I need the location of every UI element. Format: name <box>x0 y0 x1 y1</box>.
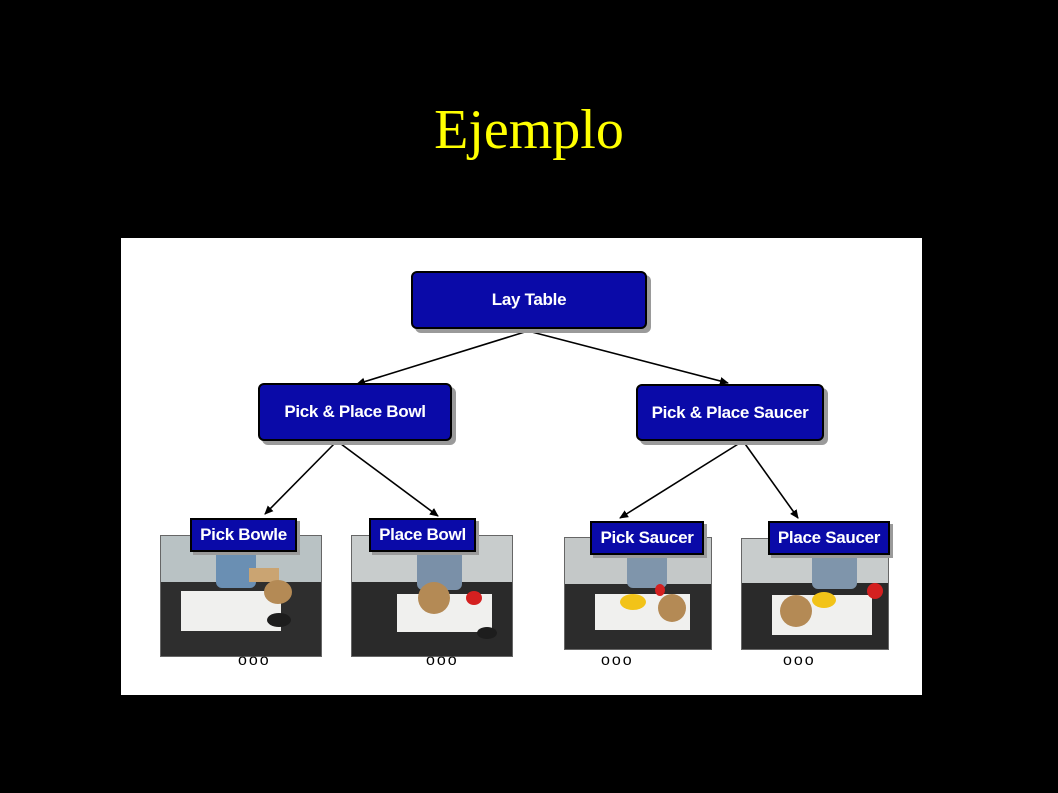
photo-pick-bowl <box>160 535 322 657</box>
leaf-place-bowl-ellipsis: ooo <box>426 652 459 669</box>
edge-root-to-saucer <box>527 330 729 385</box>
node-root-label: Lay Table <box>491 290 567 309</box>
scene-place-saucer <box>742 539 888 649</box>
node-pick-place-saucer-label: Pick & Place Saucer <box>651 402 809 422</box>
scene-place-bowl <box>352 536 512 656</box>
leaf-place-bowl: Place Bowl <box>369 518 476 552</box>
leaf-place-bowl-label: Place Bowl <box>379 525 466 544</box>
leaf-place-saucer-label: Place Saucer <box>777 528 881 547</box>
leaf-pick-saucer-ellipsis: ooo <box>601 652 634 669</box>
leaf-place-saucer-ellipsis: ooo <box>783 652 816 669</box>
leaf-pick-saucer-label: Pick Saucer <box>600 528 694 547</box>
node-pick-place-bowl-label: Pick & Place Bowl <box>284 402 426 421</box>
slide-title: Ejemplo <box>434 99 624 161</box>
photo-pick-saucer <box>564 537 712 650</box>
leaf-place-saucer: Place Saucer <box>768 521 890 555</box>
diagram-edges <box>264 330 799 519</box>
edge-saucer-to-place <box>742 440 799 519</box>
node-root: Lay Table <box>411 271 647 329</box>
scene-pick-saucer <box>565 538 711 649</box>
node-pick-place-saucer: Pick & Place Saucer <box>636 384 824 441</box>
leaf-pick-saucer: Pick Saucer <box>590 521 704 555</box>
node-pick-place-bowl: Pick & Place Bowl <box>258 383 452 441</box>
leaf-pick-bowl-ellipsis: ooo <box>238 652 271 669</box>
edge-saucer-to-pick <box>619 440 744 519</box>
leaf-pick-bowl: Pick Bowle <box>190 518 297 552</box>
photo-place-bowl <box>351 535 513 657</box>
edge-bowl-to-place <box>336 440 439 517</box>
scene-pick-bowl <box>161 536 321 656</box>
edge-root-to-bowl <box>356 330 529 386</box>
leaf-pick-bowl-label: Pick Bowle <box>200 525 287 544</box>
hierarchy-diagram: Lay Table Pick & Place Bowl Pick & Place… <box>121 238 922 695</box>
edge-bowl-to-pick <box>264 440 338 515</box>
